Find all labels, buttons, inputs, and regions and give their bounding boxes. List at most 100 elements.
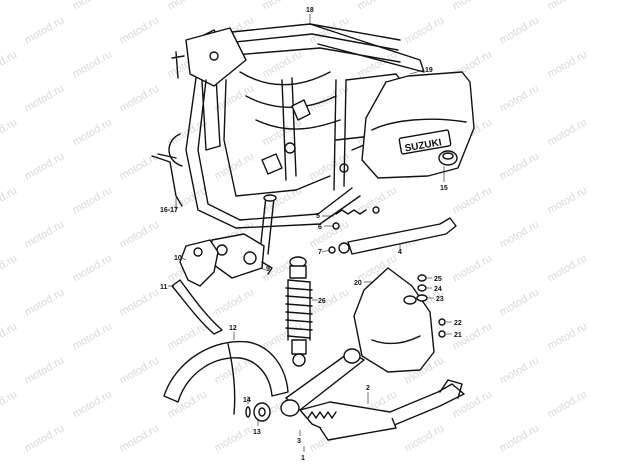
watermark-text: motod.ru bbox=[23, 422, 67, 454]
bush-part bbox=[245, 402, 271, 422]
stand-bar bbox=[338, 217, 457, 255]
label-1: 1 bbox=[301, 455, 305, 462]
watermark-text: motod.ru bbox=[118, 218, 162, 250]
label-22: 22 bbox=[454, 320, 462, 327]
watermark-text: motod.ru bbox=[498, 422, 542, 454]
watermark-text: motod.ru bbox=[0, 320, 19, 352]
steering-stem bbox=[209, 194, 277, 279]
watermark-text: motod.ru bbox=[0, 0, 19, 13]
watermark-text: motod.ru bbox=[308, 286, 352, 318]
watermark-text: motod.ru bbox=[546, 184, 590, 216]
watermark-text: motod.ru bbox=[261, 116, 305, 148]
callout-labels: 18 19 15 16-17 5 6 4 7 10 9 11 26 20 25 … bbox=[160, 7, 462, 462]
bolt-set-5-6-7 bbox=[328, 206, 380, 254]
watermark-text: motod.ru bbox=[118, 422, 162, 454]
watermark-text: motod.ru bbox=[498, 14, 542, 46]
watermark-text: motod.ru bbox=[118, 354, 162, 386]
label-11: 11 bbox=[160, 284, 168, 291]
label-7: 7 bbox=[318, 249, 322, 256]
watermark-text: motod.ru bbox=[546, 0, 590, 13]
watermark-text: motod.ru bbox=[23, 286, 67, 318]
label-13: 13 bbox=[253, 429, 261, 436]
watermark-text: motod.ru bbox=[23, 354, 67, 386]
leader-lines bbox=[168, 14, 452, 452]
label-3: 3 bbox=[297, 438, 301, 445]
rear-inner-cover bbox=[353, 267, 435, 373]
headlight-strap bbox=[171, 279, 223, 335]
label-25: 25 bbox=[434, 276, 442, 283]
watermark-text: motod.ru bbox=[213, 286, 257, 318]
watermark-text: motod.ru bbox=[166, 320, 210, 352]
label-24: 24 bbox=[434, 286, 442, 293]
watermark-text: motod.ru bbox=[23, 218, 67, 250]
watermark-text: motod.ru bbox=[498, 218, 542, 250]
label-14: 14 bbox=[243, 397, 251, 404]
watermark-text: motod.ru bbox=[118, 150, 162, 182]
watermark-text: motod.ru bbox=[451, 252, 495, 284]
lower-bracket bbox=[179, 239, 219, 287]
watermark-text: motod.ru bbox=[546, 320, 590, 352]
watermark-text: motod.ru bbox=[166, 0, 210, 13]
label-23: 23 bbox=[436, 296, 444, 303]
label-5: 5 bbox=[316, 213, 320, 220]
watermark-text: motod.ru bbox=[0, 388, 19, 420]
label-26: 26 bbox=[318, 298, 326, 305]
label-2: 2 bbox=[366, 385, 370, 392]
rear-shock-absorber bbox=[285, 256, 313, 367]
watermark-text: motod.ru bbox=[0, 252, 19, 284]
watermark-text: motod.ru bbox=[71, 116, 115, 148]
watermark-text: motod.ru bbox=[71, 388, 115, 420]
watermark-text: motod.ru bbox=[546, 116, 590, 148]
label-15: 15 bbox=[440, 185, 448, 192]
watermark-text: motod.ru bbox=[23, 82, 67, 114]
watermark-text: motod.ru bbox=[498, 82, 542, 114]
watermark-text: motod.ru bbox=[498, 286, 542, 318]
label-12: 12 bbox=[229, 325, 237, 332]
label-16-17: 16-17 bbox=[160, 207, 178, 214]
watermark-text: motod.ru bbox=[0, 184, 19, 216]
watermark-text: motod.ru bbox=[118, 82, 162, 114]
watermark-text: motod.ru bbox=[261, 48, 305, 80]
watermark-text: motod.ru bbox=[71, 0, 115, 13]
watermark-text: motod.ru bbox=[0, 48, 19, 80]
spring-part bbox=[307, 411, 337, 419]
watermark-text: motod.ru bbox=[23, 150, 67, 182]
fastener-set bbox=[416, 274, 446, 338]
watermark-text: motod.ru bbox=[498, 354, 542, 386]
wire-clip-part bbox=[151, 133, 183, 207]
watermark-text: motod.ru bbox=[23, 14, 67, 46]
side-cover: SUZUKI bbox=[361, 71, 475, 179]
watermark-text: motod.ru bbox=[71, 252, 115, 284]
watermark-text: motod.ru bbox=[118, 286, 162, 318]
label-20: 20 bbox=[354, 280, 362, 287]
grommet-part bbox=[438, 150, 458, 166]
watermark-text: motod.ru bbox=[546, 252, 590, 284]
label-18: 18 bbox=[306, 7, 314, 14]
motorcycle-frame bbox=[171, 23, 425, 229]
watermark-text: motod.ru bbox=[451, 184, 495, 216]
label-4: 4 bbox=[398, 249, 402, 256]
watermark-text: motod.ru bbox=[451, 0, 495, 13]
watermark-text: motod.ru bbox=[0, 116, 19, 148]
watermark-text: motod.ru bbox=[213, 150, 257, 182]
label-21: 21 bbox=[454, 332, 462, 339]
watermark-text: motod.ru bbox=[546, 48, 590, 80]
watermark-text: motod.ru bbox=[118, 14, 162, 46]
label-10: 10 bbox=[174, 255, 182, 262]
watermark-text: motod.ru bbox=[71, 184, 115, 216]
watermark-text: motod.ru bbox=[71, 320, 115, 352]
watermark-text: motod.ru bbox=[71, 48, 115, 80]
watermark-text: motod.ru bbox=[261, 0, 305, 13]
watermark-text: motod.ru bbox=[403, 422, 447, 454]
watermark-text: motod.ru bbox=[356, 0, 400, 13]
swing-arm bbox=[280, 348, 465, 441]
watermark-text: motod.ru bbox=[498, 150, 542, 182]
label-19: 19 bbox=[425, 67, 433, 74]
label-9: 9 bbox=[266, 266, 270, 273]
label-6: 6 bbox=[318, 224, 322, 231]
front-fender bbox=[163, 340, 289, 415]
watermark-text: motod.ru bbox=[403, 14, 447, 46]
watermark-text: motod.ru bbox=[213, 422, 257, 454]
